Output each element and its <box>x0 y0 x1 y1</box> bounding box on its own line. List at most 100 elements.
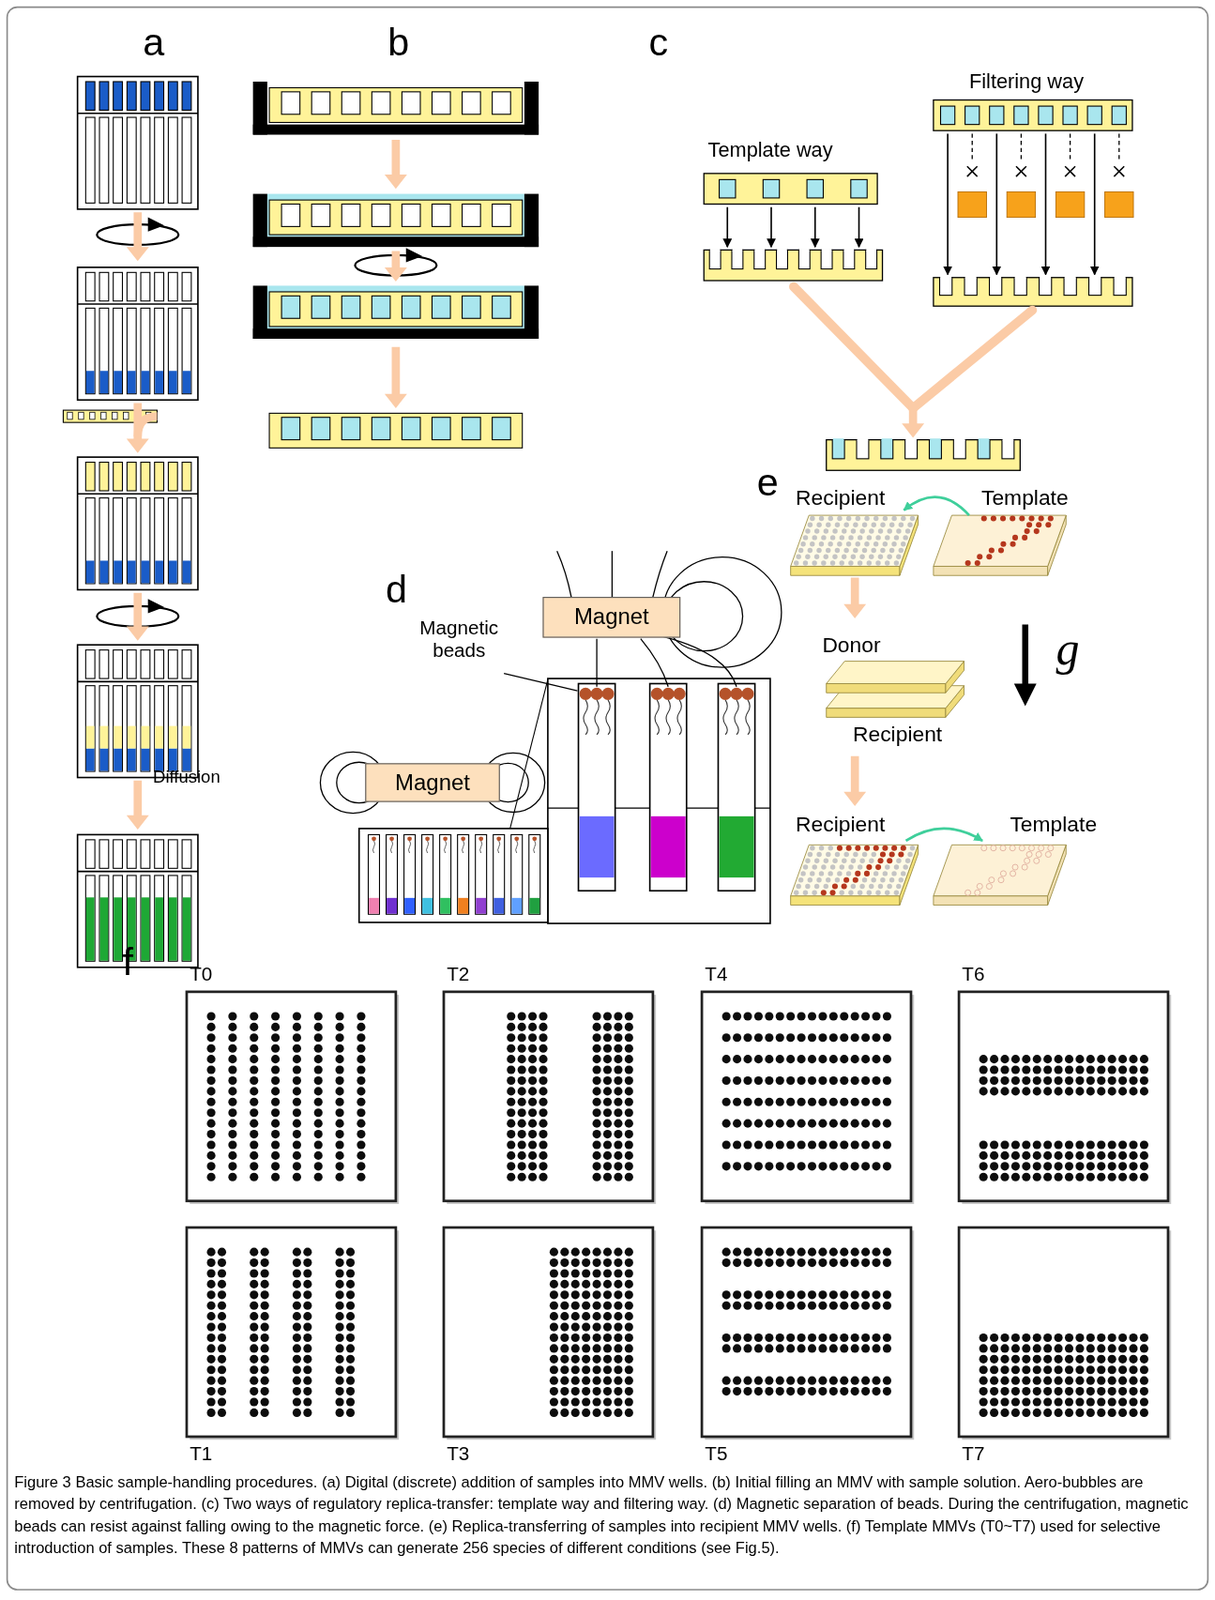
template-window <box>1054 1376 1064 1385</box>
template-window <box>839 1386 849 1396</box>
mmv-well <box>371 91 391 115</box>
recipient-well <box>848 534 853 540</box>
mmv-well <box>371 417 391 441</box>
template-window <box>335 1354 345 1364</box>
recipient-well <box>894 534 899 540</box>
well-opening <box>989 275 1002 279</box>
rotation-head <box>406 247 423 262</box>
template-window <box>538 1119 547 1128</box>
template-window <box>207 1086 216 1095</box>
gravity-arrow <box>1014 623 1037 706</box>
recipient-well <box>862 877 867 882</box>
template-window <box>571 1268 580 1277</box>
template-window <box>1064 1086 1074 1095</box>
template-window <box>979 1386 988 1396</box>
template-window <box>1075 1354 1084 1364</box>
template-window <box>624 1086 634 1095</box>
template-window <box>613 1022 623 1032</box>
template-window <box>560 1268 569 1277</box>
plate-label: Template <box>1009 812 1097 837</box>
template-window <box>592 1247 602 1257</box>
mmv-plate <box>826 440 1021 471</box>
template-window <box>1054 1076 1064 1085</box>
template-window <box>624 1354 634 1364</box>
template-window <box>207 1151 216 1160</box>
template-window <box>303 1354 312 1364</box>
holder-base <box>253 236 539 247</box>
template-window <box>271 1064 280 1074</box>
recipient-well <box>875 560 881 565</box>
template-window <box>613 1161 623 1170</box>
template-window <box>818 1247 827 1257</box>
template-window <box>1000 1397 1009 1406</box>
well-opening <box>821 248 833 252</box>
template-window <box>571 1279 580 1289</box>
plate-top <box>826 661 965 684</box>
template-window <box>1086 1076 1095 1085</box>
template-window <box>613 1097 623 1107</box>
upper-well <box>126 462 137 491</box>
template-window <box>506 1054 516 1064</box>
template-window <box>249 1301 259 1310</box>
template-window <box>207 1321 216 1331</box>
mmv-well <box>832 440 845 459</box>
template-window <box>1011 1064 1020 1074</box>
template-window <box>335 1139 345 1149</box>
lower-well <box>85 685 95 772</box>
template-window <box>1021 1397 1031 1406</box>
lower-well <box>167 685 178 772</box>
template-window <box>249 1064 259 1074</box>
mmv-well <box>341 91 361 115</box>
template-window <box>1043 1343 1052 1352</box>
template-window <box>356 1064 365 1074</box>
recipient-well <box>800 870 805 876</box>
template-window <box>592 1268 602 1277</box>
template-window <box>603 1086 612 1095</box>
template-window <box>829 1011 838 1020</box>
recipient-well <box>798 877 804 882</box>
template-window <box>560 1311 569 1321</box>
mmv-well <box>281 203 301 227</box>
template-window <box>549 1376 559 1385</box>
recipient-well <box>859 858 865 864</box>
template-window <box>871 1258 881 1267</box>
recipient-well <box>868 554 874 560</box>
template-window <box>260 1365 270 1374</box>
recipient-well <box>868 858 874 864</box>
template-window <box>506 1151 516 1160</box>
template-window <box>1021 1376 1031 1385</box>
figure-caption: Figure 3 Basic sample-handling procedure… <box>14 1471 1201 1559</box>
template-window <box>839 1032 849 1042</box>
template-window <box>528 1172 537 1182</box>
template-window <box>818 1054 827 1064</box>
template-window <box>592 1290 602 1299</box>
recipient-well <box>854 845 861 851</box>
recipient-well <box>882 516 888 521</box>
template-window <box>806 179 823 198</box>
template-window <box>818 1161 827 1170</box>
template-window <box>764 1247 774 1257</box>
template-window <box>1139 1054 1149 1064</box>
template-window <box>764 1343 774 1352</box>
template-window <box>743 1119 752 1128</box>
recipient-well <box>902 534 908 540</box>
magnetic-bead <box>591 687 604 700</box>
sample-liquid <box>154 370 164 394</box>
template-window <box>807 1119 817 1128</box>
template-window <box>303 1301 312 1310</box>
recipient-well <box>857 890 863 896</box>
template-window <box>528 1139 537 1149</box>
upper-well <box>182 272 192 301</box>
recipient-well <box>843 522 849 528</box>
template-window <box>1128 1161 1138 1170</box>
sample-liquid <box>168 896 178 960</box>
lower-well <box>154 875 165 961</box>
template-window <box>850 1386 860 1396</box>
template-window <box>592 1311 602 1321</box>
template-window <box>818 1343 827 1352</box>
mmv-well <box>431 203 451 227</box>
template-window <box>517 1044 527 1053</box>
recipient-well <box>830 864 836 869</box>
sample-liquid <box>168 560 178 583</box>
template-window <box>549 1321 559 1331</box>
